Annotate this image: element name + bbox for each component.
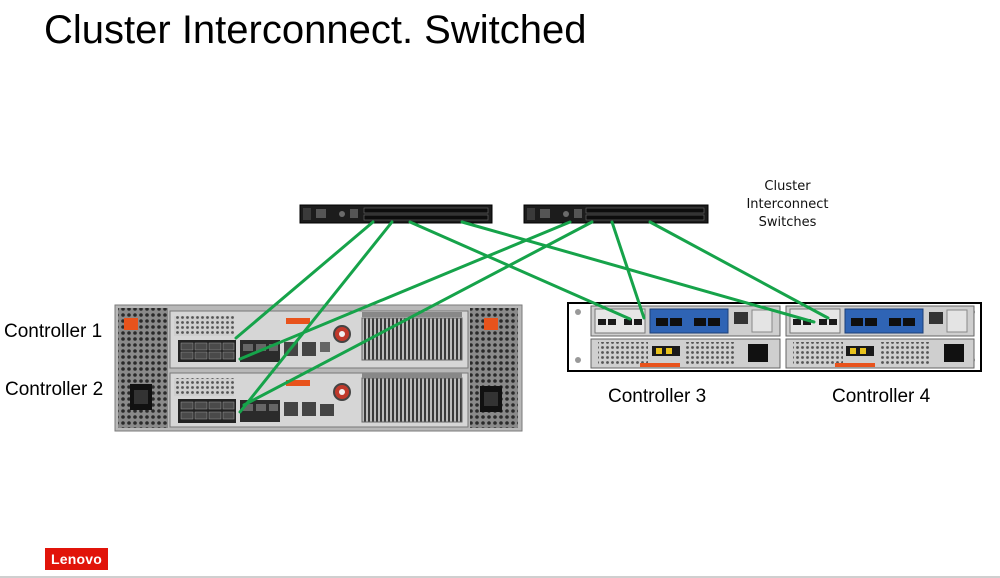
controller-1-label: Controller 1 (4, 321, 103, 342)
cable-sw1-c2 (238, 220, 394, 414)
footer-divider (0, 576, 1000, 578)
lenovo-logo: Lenovo (45, 548, 108, 570)
cable-sw2-c2 (242, 220, 594, 407)
cable-sw1-c1 (234, 220, 375, 340)
controller-2-label: Controller 2 (5, 379, 104, 400)
controller-4-label: Controller 4 (832, 386, 931, 407)
cluster-switch-1 (299, 204, 493, 224)
switches-label-line-1: Cluster (764, 179, 811, 194)
switches-label-line-2: Interconnect (746, 197, 829, 212)
cable-sw2-c1 (238, 220, 572, 361)
cable-sw2-c3 (610, 220, 646, 320)
cluster-switch-2 (523, 204, 709, 224)
page-title: Cluster Interconnect. Switched (44, 8, 587, 52)
interconnect-cables (234, 220, 830, 414)
switches-label-line-3: Switches (758, 215, 817, 230)
controller-3-label: Controller 3 (608, 386, 707, 407)
chassis-left (114, 304, 523, 432)
cable-sw1-c4 (460, 220, 816, 324)
cable-sw1-c3 (408, 220, 632, 321)
cable-sw2-c4 (648, 220, 830, 320)
switches-label: Cluster Interconnect Switches (735, 178, 840, 232)
chassis-right (567, 302, 982, 372)
